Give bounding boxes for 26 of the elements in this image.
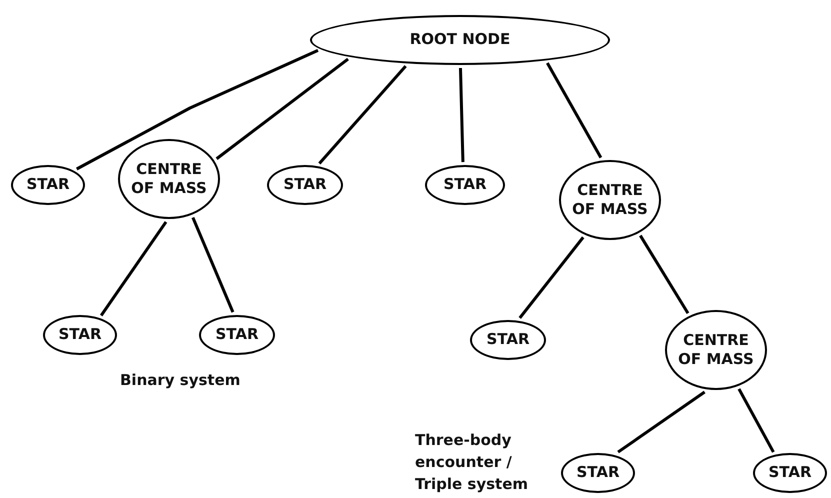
ellipse-node	[11, 165, 85, 205]
connector-line	[76, 49, 319, 170]
connector-line	[192, 216, 234, 313]
connector-line	[639, 234, 690, 314]
node-label: STAR	[25, 175, 71, 195]
node-label: STAR	[57, 325, 103, 345]
caption-text: Binary system	[120, 370, 242, 391]
node-label: STAR	[442, 175, 488, 195]
node-label: CENTRE OF MASS	[130, 160, 208, 198]
connector-line	[518, 236, 584, 319]
connector-line	[738, 388, 775, 453]
connector-line	[546, 62, 602, 158]
connector-line	[318, 65, 407, 164]
node-label: CENTRE OF MASS	[677, 330, 755, 370]
connector-line	[100, 221, 168, 316]
connector-line	[617, 390, 706, 454]
connector-line	[216, 58, 349, 160]
node-label: STAR	[485, 330, 531, 350]
node-label: STAR	[282, 175, 328, 195]
node-label: STAR	[767, 463, 813, 483]
node-label: CENTRE OF MASS	[571, 180, 649, 220]
connector-line	[458, 68, 464, 162]
node-label: STAR	[214, 325, 260, 345]
caption-text: Three-body encounter / Triple system	[415, 430, 530, 494]
node-label: ROOT NODE	[408, 30, 512, 50]
node-label: STAR	[575, 463, 621, 483]
